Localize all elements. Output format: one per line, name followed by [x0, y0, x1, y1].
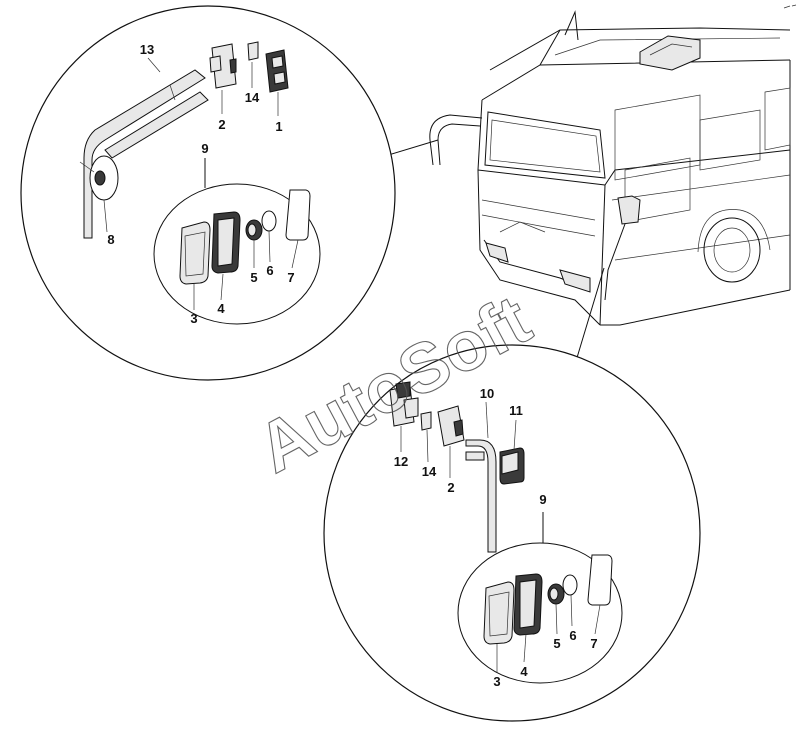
leader-lower	[575, 267, 605, 362]
motor-part-5-lower	[547, 583, 565, 605]
callout-12: 12	[394, 454, 408, 469]
clip-part-14	[247, 41, 259, 61]
callout-9: 9	[201, 141, 208, 156]
mirror-arm-13	[83, 69, 209, 239]
callout-14-lower: 14	[422, 464, 437, 479]
side-window	[699, 109, 761, 171]
callout-1: 1	[275, 119, 282, 134]
callout-3: 3	[190, 311, 197, 326]
callout-5-lower: 5	[553, 636, 560, 651]
callout-8: 8	[107, 232, 114, 247]
callout-2-lower: 2	[447, 480, 454, 495]
headlight-right	[559, 269, 591, 293]
callout-7-lower: 7	[590, 636, 597, 651]
glass-part-7-lower	[587, 554, 613, 606]
headlight-left	[485, 242, 509, 263]
callout-6-lower: 6	[569, 628, 576, 643]
callout-4: 4	[217, 301, 225, 316]
callout-13: 13	[140, 42, 154, 57]
callout-5: 5	[250, 270, 257, 285]
bracket-part-12	[389, 381, 419, 427]
callout-7: 7	[287, 270, 294, 285]
callout-6: 6	[266, 263, 273, 278]
clamp-part-2-lower	[437, 405, 465, 447]
round-mirror-8	[79, 155, 119, 201]
clamp-part-2	[209, 43, 237, 89]
callout-11: 11	[509, 403, 523, 418]
cover-part-4-lower	[513, 573, 543, 636]
front-wheel	[703, 217, 761, 283]
callout-2: 2	[218, 117, 225, 132]
cover-part-4	[211, 211, 241, 274]
clip-part-14-lower	[420, 411, 432, 431]
callout-9-lower: 9	[539, 492, 546, 507]
bracket-part-1	[265, 49, 289, 93]
callout-14: 14	[245, 90, 260, 105]
ring-part-6-lower	[562, 574, 578, 596]
mirror-arm-10	[465, 439, 497, 553]
roof-hatch	[639, 35, 701, 71]
mirror-part-11	[499, 447, 525, 485]
windscreen	[484, 111, 606, 179]
callout-10: 10	[480, 386, 494, 401]
callout-4-lower: 4	[520, 664, 528, 679]
corner-mark	[783, 4, 797, 9]
bus-illustration	[429, 10, 791, 326]
glass-part-7	[285, 189, 311, 241]
housing-part-3-lower	[483, 581, 515, 645]
lower-detail-view: 10 11 12 14 2 9 5 6 7 3 4	[323, 344, 701, 722]
ring-part-6	[261, 210, 277, 232]
motor-part-5	[245, 219, 263, 241]
upper-detail-view: 13 14 2 1 9 8 3 4 5 6 7	[20, 5, 396, 381]
housing-part-3	[179, 221, 211, 285]
callout-3-lower: 3	[493, 674, 500, 689]
right-mirror-on-bus	[617, 195, 641, 225]
